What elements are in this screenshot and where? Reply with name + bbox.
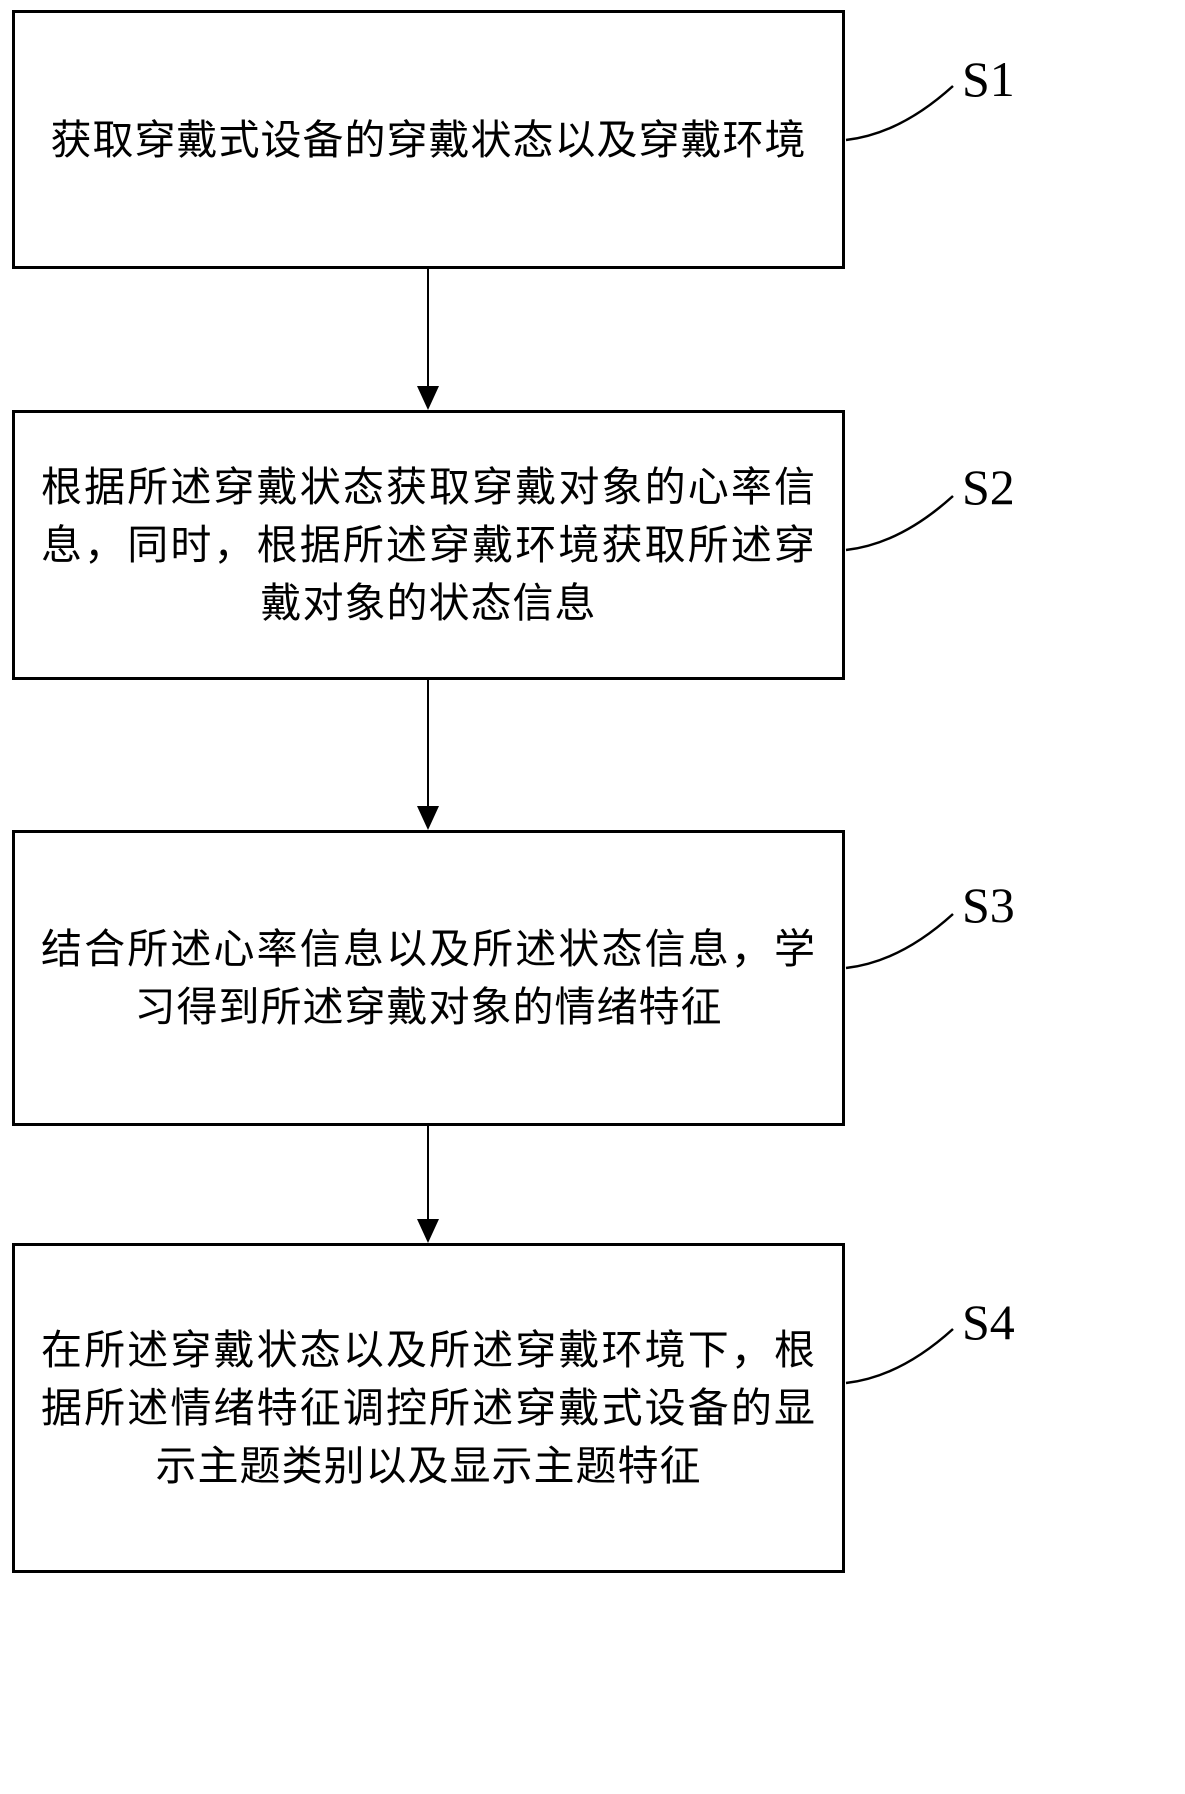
arrowhead-down-icon xyxy=(417,1219,439,1243)
flow-box-s4: 在所述穿戴状态以及所述穿戴环境下，根据所述情绪特征调控所述穿戴式设备的显示主题类… xyxy=(12,1243,845,1573)
step-label-s2: S2 xyxy=(962,459,1015,515)
arrow-s3-to-s4 xyxy=(417,1126,439,1243)
leader-curve-s1 xyxy=(845,85,954,142)
arrow-shaft xyxy=(427,1126,429,1221)
step-label-s3: S3 xyxy=(962,877,1015,933)
arrow-shaft xyxy=(427,269,429,388)
leader-curve-s4 xyxy=(845,1328,954,1385)
leader-curve-s3 xyxy=(845,913,954,970)
leader-curve-s2 xyxy=(845,495,954,552)
flow-box-s4-text: 在所述穿戴状态以及所述穿戴环境下，根据所述情绪特征调控所述穿戴式设备的显示主题类… xyxy=(41,1327,816,1489)
arrowhead-down-icon xyxy=(417,806,439,830)
arrow-s2-to-s3 xyxy=(417,680,439,830)
arrow-s1-to-s2 xyxy=(417,269,439,410)
flow-box-s1-text: 获取穿戴式设备的穿戴状态以及穿戴环境 xyxy=(50,116,807,163)
flow-box-s2: 根据所述穿戴状态获取穿戴对象的心率信息，同时，根据所述穿戴环境获取所述穿戴对象的… xyxy=(12,410,845,680)
step-label-s1: S1 xyxy=(962,51,1015,107)
arrowhead-down-icon xyxy=(417,386,439,410)
arrow-shaft xyxy=(427,680,429,808)
flow-box-s3-text: 结合所述心率信息以及所述状态信息，学习得到所述穿戴对象的情绪特征 xyxy=(41,926,816,1030)
flow-box-s3: 结合所述心率信息以及所述状态信息，学习得到所述穿戴对象的情绪特征 xyxy=(12,830,845,1126)
flow-box-s1: 获取穿戴式设备的穿戴状态以及穿戴环境 xyxy=(12,10,845,269)
step-label-s4: S4 xyxy=(962,1294,1015,1350)
flow-box-s2-text: 根据所述穿戴状态获取穿戴对象的心率信息，同时，根据所述穿戴环境获取所述穿戴对象的… xyxy=(41,464,816,626)
